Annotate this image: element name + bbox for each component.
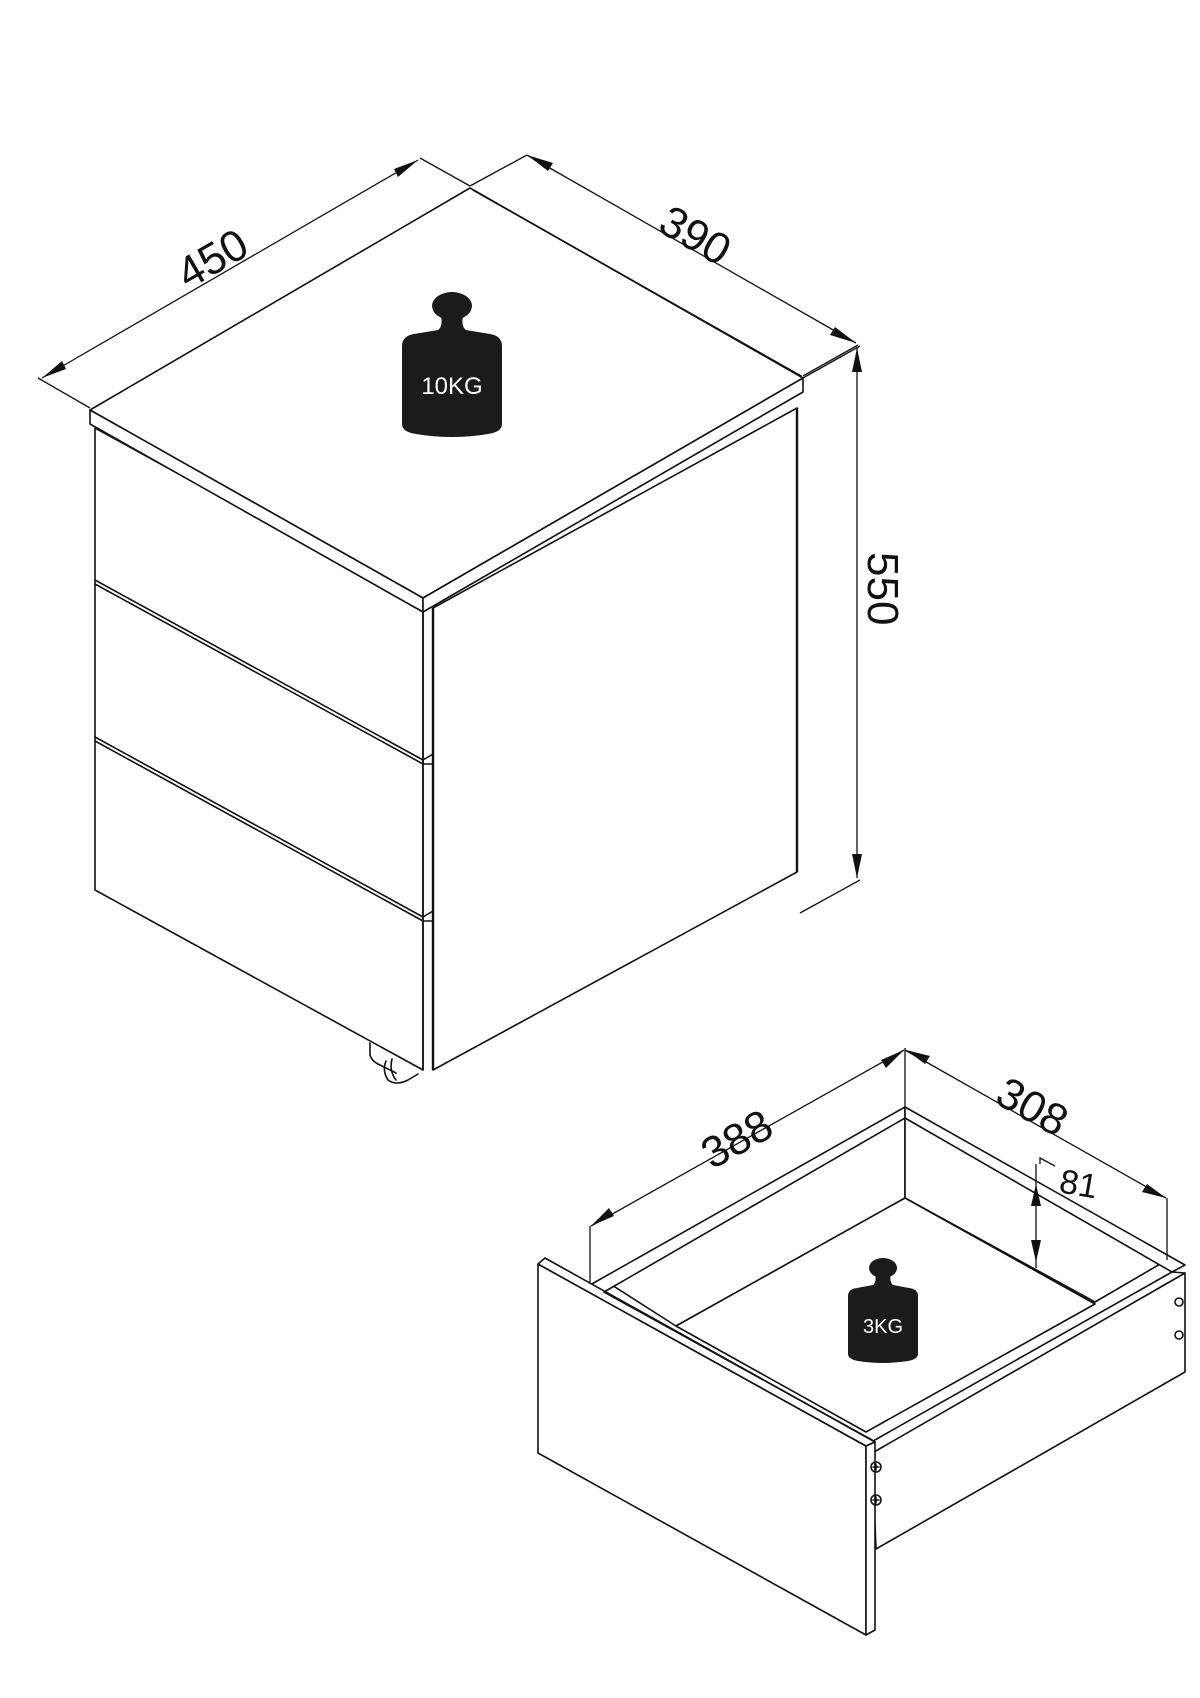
drawer: 3KG 388 308 81	[537, 1048, 1186, 1636]
weight-icon: 3KG	[848, 1258, 918, 1363]
drawer-divider-1	[94, 579, 424, 765]
drawer-load-label: 3KG	[863, 1316, 903, 1338]
dimension-drawer-height: 81	[1031, 1156, 1101, 1268]
dimension-height: 550	[799, 345, 907, 914]
dimension-width-label: 450	[169, 220, 257, 299]
dimension-height-label: 550	[858, 552, 907, 625]
drawer-divider-2	[94, 736, 424, 922]
cabinet-load-label: 10KG	[421, 373, 482, 400]
dimension-drawer-width-label: 388	[693, 1100, 781, 1178]
dimension-drawer-height-label: 81	[1057, 1162, 1101, 1206]
drawer-screws	[870, 1297, 1184, 1506]
cabinet: 10KG 450 390 550	[37, 154, 907, 1084]
dimension-depth-label: 390	[651, 196, 739, 275]
weight-icon: 10KG	[402, 292, 502, 437]
caster-front-right	[369, 1042, 419, 1084]
dimension-drawer-depth-label: 308	[988, 1068, 1076, 1146]
